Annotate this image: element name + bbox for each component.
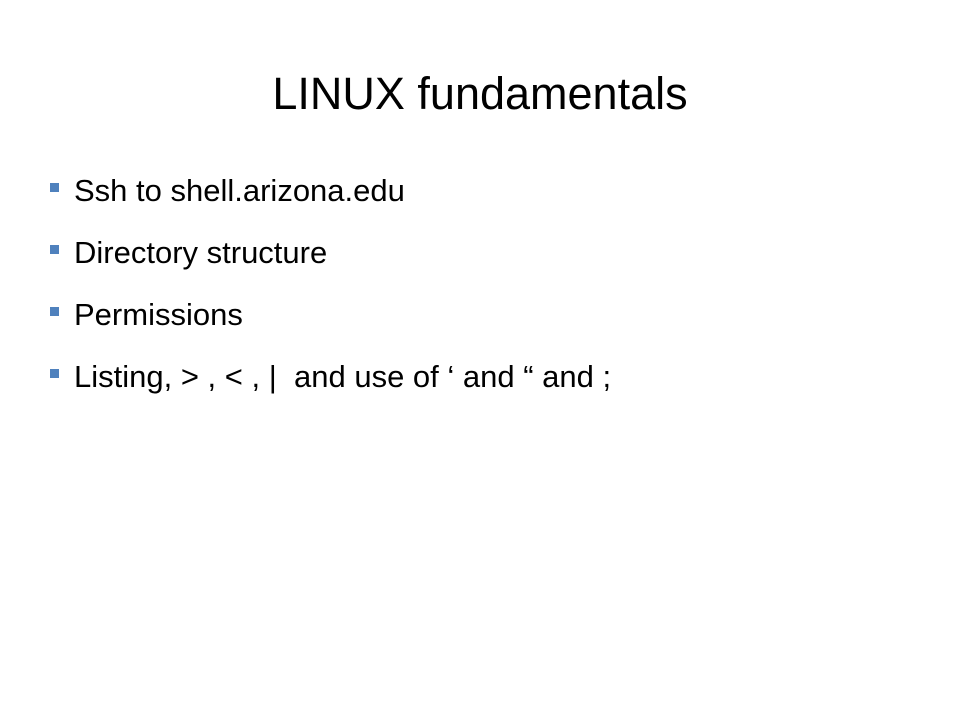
bullet-text: Ssh to shell.arizona.edu bbox=[74, 173, 405, 208]
square-bullet-icon bbox=[50, 182, 59, 192]
slide-title: LINUX fundamentals bbox=[272, 68, 688, 119]
bullet-text: Listing, > , < , | and use of ‘ and “ an… bbox=[74, 359, 612, 394]
list-item: Permissions bbox=[48, 284, 928, 346]
bullet-text: Permissions bbox=[74, 297, 243, 332]
list-item: Directory structure bbox=[48, 222, 928, 284]
list-item: Ssh to shell.arizona.edu bbox=[48, 160, 928, 222]
bullet-text: Directory structure bbox=[74, 235, 328, 270]
square-bullet-icon bbox=[50, 244, 59, 254]
square-bullet-icon bbox=[50, 368, 59, 378]
list-item: Listing, > , < , | and use of ‘ and “ an… bbox=[48, 346, 928, 408]
bullet-list: Ssh to shell.arizona.edu Directory struc… bbox=[48, 160, 928, 408]
square-bullet-icon bbox=[50, 306, 59, 316]
